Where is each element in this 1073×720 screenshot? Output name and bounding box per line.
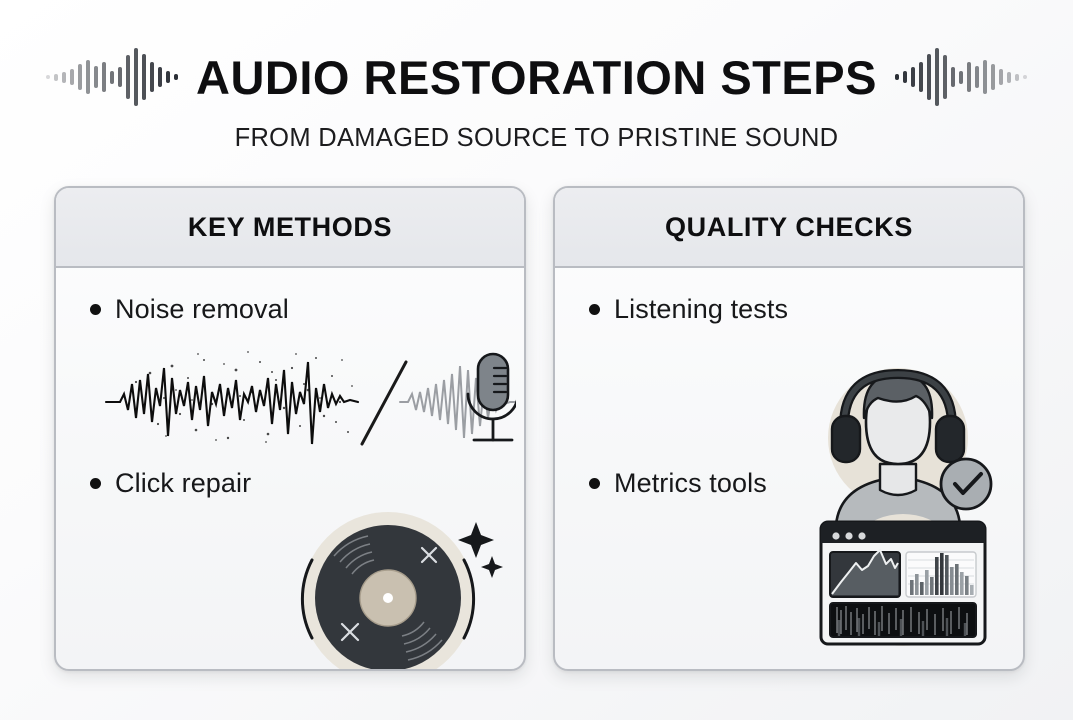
waveform-bar xyxy=(998,69,1004,85)
center-hole xyxy=(383,593,393,603)
list-item-label: Click repair xyxy=(115,468,252,498)
waveform-bar xyxy=(141,54,147,100)
waveform-bar xyxy=(125,55,131,99)
bullet-dot xyxy=(589,304,600,315)
noise-removal-waveform-illustration xyxy=(104,351,516,446)
window-dots xyxy=(832,532,866,540)
bar-chart-panel xyxy=(905,551,977,598)
window-titlebar xyxy=(821,522,985,543)
waveform-bar xyxy=(958,70,964,84)
waveform-bar xyxy=(157,67,163,87)
waveform-bar xyxy=(910,67,916,87)
waveform-bar xyxy=(926,54,932,100)
headphone-earcup-left xyxy=(830,414,862,464)
waveform-bar xyxy=(173,74,179,80)
bullet-dot xyxy=(90,478,101,489)
waveform-bar xyxy=(109,70,115,84)
vinyl-record-illustration xyxy=(300,512,503,669)
waveform-bar xyxy=(85,60,91,94)
waveform-bar xyxy=(942,55,948,99)
waveform-bar xyxy=(974,66,980,88)
microphone-icon xyxy=(466,352,516,442)
list-item-label: Listening tests xyxy=(614,294,789,324)
waveform-bar xyxy=(902,71,908,83)
waveform-bar xyxy=(133,48,139,106)
waveform-bar xyxy=(894,74,900,80)
waveform-bar xyxy=(966,62,972,92)
list-item-noise-removal: Noise removal xyxy=(90,294,289,325)
waveform-bar xyxy=(982,60,988,94)
bullet-dot xyxy=(90,304,101,315)
list-item-click-repair: Click repair xyxy=(90,468,251,499)
headphone-band-inner xyxy=(841,371,955,429)
outer-arc-right xyxy=(462,558,476,640)
waveform-bar xyxy=(950,67,956,87)
list-item-label: Noise removal xyxy=(115,294,289,324)
header: AUDIO RESTORATION STEPS FROM DAMAGED SOU… xyxy=(0,40,1073,153)
check-badge xyxy=(939,457,993,511)
page-title: AUDIO RESTORATION STEPS xyxy=(196,50,877,104)
card-key-methods: KEY METHODS Noise removal xyxy=(54,186,526,671)
scratch-sparkles xyxy=(340,546,438,642)
waveform-bar xyxy=(1014,73,1020,81)
waveform-bar xyxy=(1022,75,1028,79)
waveform-bar xyxy=(69,69,75,85)
card-body-quality-checks: Listening tests Metrics t xyxy=(555,268,1023,669)
page-subtitle: FROM DAMAGED SOURCE TO PRISTINE SOUND xyxy=(234,124,839,152)
waveform-bar xyxy=(93,66,99,88)
waveform-bar xyxy=(918,62,924,92)
card-title: QUALITY CHECKS xyxy=(665,211,913,242)
waveform-bar xyxy=(165,71,171,83)
card-header-key-methods: KEY METHODS xyxy=(56,188,524,268)
list-item-label: Metrics tools xyxy=(614,468,767,498)
groove-arcs xyxy=(333,535,443,661)
bullet-dot xyxy=(589,478,600,489)
waveform-bar xyxy=(45,75,51,79)
list-item-metrics-tools: Metrics tools xyxy=(589,468,767,499)
waveform-bar xyxy=(1006,71,1012,83)
card-body-key-methods: Noise removal xyxy=(56,268,524,669)
spectrogram-strip xyxy=(829,602,977,638)
noisy-waveform xyxy=(104,361,360,445)
person-neck xyxy=(878,462,918,497)
waveform-bar xyxy=(61,71,67,83)
audio-waveform-icon-right xyxy=(894,46,1028,108)
waveform-bar xyxy=(934,48,940,106)
sparkle-star-small xyxy=(481,556,503,578)
sparkle-star-large xyxy=(458,522,494,558)
waveform-bar xyxy=(990,64,996,90)
waveform-bar xyxy=(117,67,123,87)
metrics-window-illustration xyxy=(819,514,987,646)
title-row: AUDIO RESTORATION STEPS xyxy=(0,40,1073,114)
waveform-bar xyxy=(53,73,59,81)
bars xyxy=(910,553,974,595)
list-item-listening-tests: Listening tests xyxy=(589,294,788,325)
card-title: KEY METHODS xyxy=(187,211,393,242)
card-quality-checks: QUALITY CHECKS Listening tests xyxy=(553,186,1025,671)
waveform-bar xyxy=(77,64,83,90)
waveform-bar xyxy=(149,62,155,92)
waveform-bar xyxy=(101,62,107,92)
card-header-quality-checks: QUALITY CHECKS xyxy=(555,188,1023,268)
area-chart-panel xyxy=(829,549,901,598)
audio-waveform-icon-left xyxy=(45,46,179,108)
outer-arc-left xyxy=(300,558,314,640)
headphone-earcup-right xyxy=(934,414,966,464)
diagonal-divider xyxy=(360,360,408,446)
listener-with-headphones-illustration xyxy=(828,368,993,525)
